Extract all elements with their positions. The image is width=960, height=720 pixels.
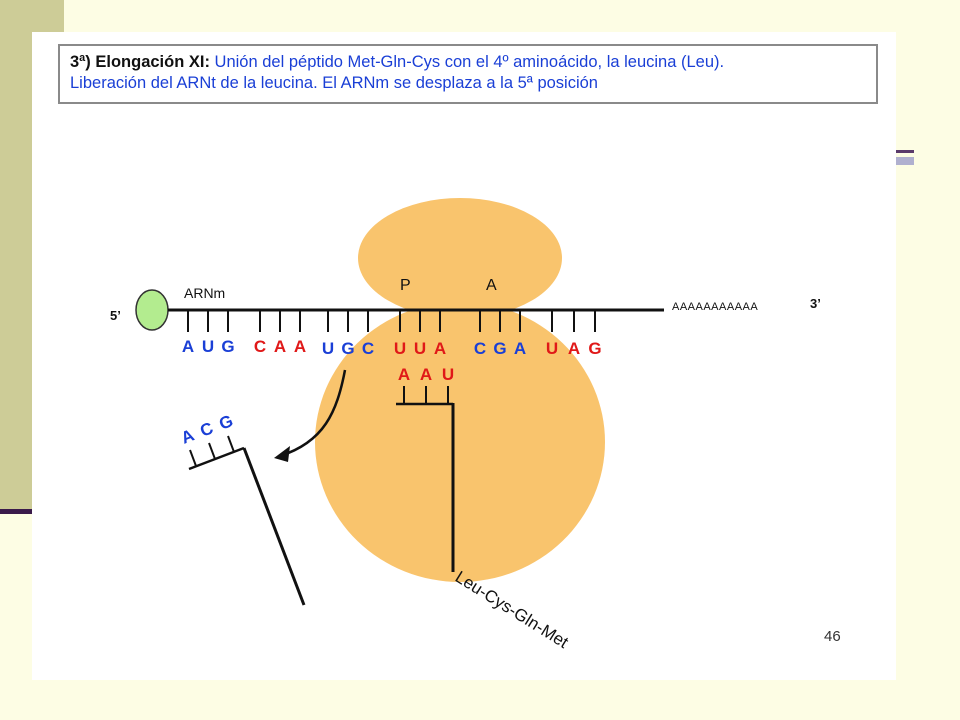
release-arrowhead xyxy=(274,446,290,462)
five-prime-cap xyxy=(135,289,169,331)
title-box: 3ª) Elongación XI: Unión del péptido Met… xyxy=(58,44,878,104)
peptide-chain-label: Leu-Cys-Gln-Met xyxy=(452,567,572,652)
trna-tick xyxy=(227,435,235,453)
title-line-1: 3ª) Elongación XI: Unión del péptido Met… xyxy=(70,52,866,73)
codon: U A G xyxy=(546,310,602,358)
base: U xyxy=(546,339,558,358)
base: U xyxy=(394,339,406,358)
title-heading: 3ª) Elongación XI: xyxy=(70,53,210,71)
release-arrow xyxy=(279,369,347,458)
title-text-1: Unión del péptido Met-Gln-Cys con el 4º … xyxy=(214,53,725,71)
base: C xyxy=(254,337,266,356)
poly-a-tail: AAAAAAAAAAA xyxy=(672,301,758,313)
anticodon-base: U xyxy=(442,365,454,384)
codon: U G C xyxy=(322,310,374,358)
slide: 3ª) Elongación XI: Unión del péptido Met… xyxy=(32,32,896,680)
base: G xyxy=(341,339,354,358)
base: C xyxy=(362,339,374,358)
top-rule xyxy=(896,150,914,153)
base: A xyxy=(274,337,286,356)
codon: C G A xyxy=(474,310,526,358)
trna-arm xyxy=(188,446,245,471)
base: A xyxy=(568,339,580,358)
mrna-label: ARNm xyxy=(184,285,225,301)
base: A xyxy=(514,339,526,358)
codon: U U A xyxy=(394,310,446,358)
trna-tick xyxy=(208,442,216,460)
trna-tick xyxy=(189,449,197,467)
base: U xyxy=(202,337,214,356)
translation-diagram: 5’ ARNm AAAAAAAAAAA 3’ P A A U G C A xyxy=(110,198,821,652)
anticodon-base: G xyxy=(216,411,235,434)
site-a-label: A xyxy=(486,277,497,294)
top-rule-accent xyxy=(896,157,914,165)
trna-released: A C G xyxy=(178,411,306,606)
base: A xyxy=(182,337,194,356)
codon: C A A xyxy=(254,310,306,356)
side-rule xyxy=(0,509,40,514)
base: A xyxy=(434,339,446,358)
base: G xyxy=(493,339,506,358)
three-prime-label: 3’ xyxy=(810,296,821,311)
anticodon-base: A xyxy=(398,365,410,384)
page-number: 46 xyxy=(824,628,841,645)
site-p-label: P xyxy=(400,277,411,294)
five-prime-label: 5’ xyxy=(110,308,121,323)
ribosome-large-subunit xyxy=(315,302,605,582)
title-line-2: Liberación del ARNt de la leucina. El AR… xyxy=(70,74,598,92)
base: G xyxy=(588,339,601,358)
anticodon-base: A xyxy=(420,365,432,384)
base: G xyxy=(221,337,234,356)
trna-stem xyxy=(242,447,306,606)
base: U xyxy=(414,339,426,358)
base: C xyxy=(474,339,486,358)
base: U xyxy=(322,339,334,358)
base: A xyxy=(294,337,306,356)
anticodon-base: A xyxy=(178,425,197,447)
trna-bound: A A U xyxy=(396,365,455,572)
ribosome-small-subunit xyxy=(358,198,562,318)
mrna-codons: A U G C A A U G C xyxy=(182,310,602,358)
anticodon-base: C xyxy=(197,418,216,440)
codon: A U G xyxy=(182,310,235,356)
